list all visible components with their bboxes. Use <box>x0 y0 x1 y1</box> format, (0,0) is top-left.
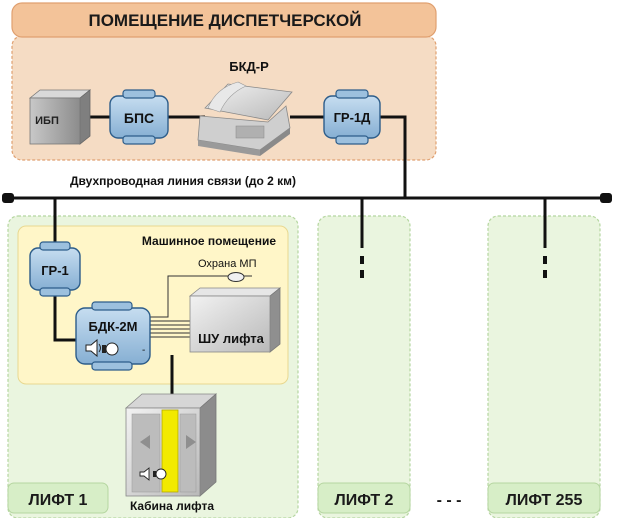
cabin-label: Кабина лифта <box>130 499 214 513</box>
bdk-dash: - <box>142 345 145 356</box>
lift1-wiring <box>53 275 230 400</box>
gr1-label: ГР-1 <box>41 263 69 278</box>
shu-label: ШУ лифта <box>198 331 265 346</box>
bdk-label: БДК-2М <box>89 319 138 334</box>
gr1-device: ГР-1 <box>29 241 81 297</box>
bps-device: БПС <box>109 89 169 145</box>
machine-room-alarm: Охрана МП <box>198 258 257 282</box>
bps-label: БПС <box>124 110 154 126</box>
machine-room-label: Машинное помещение <box>142 234 276 248</box>
ups-label: ИБП <box>35 115 59 127</box>
cabin-microphone-icon <box>153 468 167 480</box>
line-caption: Двухпроводная линия связи (до 2 км) <box>70 174 296 188</box>
alarm-label: Охрана МП <box>198 258 257 270</box>
lift2-label: ЛИФТ 2 <box>335 492 394 509</box>
lift1-label: ЛИФТ 1 <box>29 492 88 509</box>
lift-drop-dots <box>360 256 547 278</box>
microphone-icon <box>102 342 119 356</box>
lift-cabin: Кабина лифта <box>124 393 218 513</box>
lift255-label: ЛИФТ 255 <box>506 492 583 509</box>
arrow-right-icon <box>186 435 196 449</box>
cabin-speaker-icon <box>139 467 150 481</box>
communication-line: Двухпроводная линия связи (до 2 км) <box>2 174 612 203</box>
speaker-icon <box>85 338 101 358</box>
ups-unit: ИБП <box>28 89 92 145</box>
shu-cabinet: ШУ лифта <box>188 287 282 353</box>
gr1d-label: ГР-1Д <box>334 110 372 125</box>
lift-drops <box>53 198 547 248</box>
bdk-device: БДК-2М - <box>75 301 151 371</box>
lift-ellipsis: - - - <box>437 492 462 509</box>
arrow-left-icon <box>140 435 150 449</box>
gr1d-device: ГР-1Д <box>323 89 381 145</box>
dispatcher-wiring <box>88 115 407 198</box>
dispatcher-title: ПОМЕЩЕНИЕ ДИСПЕТЧЕРСКОЙ <box>88 11 361 30</box>
lift2-panel: ЛИФТ 2 <box>317 215 411 518</box>
console-label: БКД-Р <box>229 59 269 74</box>
console-device: БКД-Р <box>197 59 293 156</box>
